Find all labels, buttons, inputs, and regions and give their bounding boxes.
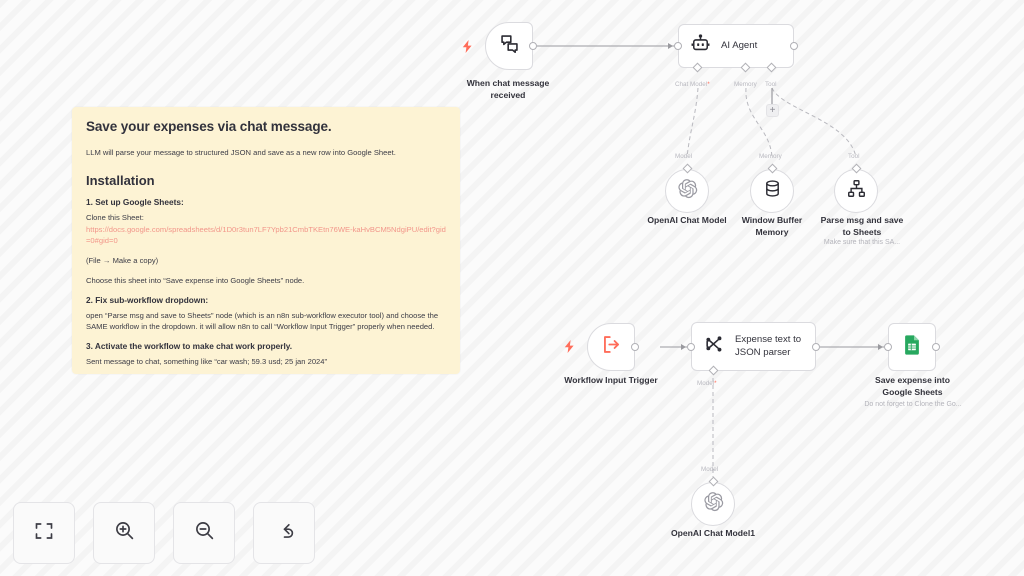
node-parse-msg-and-save-to-sheets[interactable] [834,169,878,213]
undo-arrow-icon [274,520,295,546]
node-label-openai-chat-model-1: OpenAI Chat Model1 [670,528,756,538]
node-sublabel-parse-msg-and-save-to-sheets: Make sure that this SA... [823,239,901,246]
sticky-note-step3-heading: 3. Activate the workflow to make chat wo… [86,341,293,352]
sticky-note-step1-heading: 1. Set up Google Sheets: [86,197,184,207]
sticky-note-step2-heading: 2. Fix sub-workflow dropdown: [86,295,209,306]
sticky-note-installation-heading: Installation [86,173,155,188]
openai-icon [703,491,724,517]
sticky-note-step2-body: open “Parse msg and save to Sheets” node… [86,311,439,332]
node-label-window-buffer-memory: Window Buffer Memory [741,215,803,237]
node-save-expense-into-google-sheets[interactable] [888,323,936,371]
input-endpoint-expense-parser[interactable] [687,343,695,351]
workflow-trigger-bolt-icon [564,340,575,355]
trigger-bolt-icon [462,40,473,55]
node-window-buffer-memory[interactable] [750,169,794,213]
add-tool-button[interactable]: + [766,104,779,117]
zoom-to-fit-button[interactable] [13,502,75,564]
sticky-note-intro: LLM will parse your message to structure… [86,148,396,157]
openai-icon [677,178,698,204]
port-label-model-openai: Model [675,153,693,160]
arrow-into-bracket-icon [601,334,622,360]
node-label-parse-msg-and-save-to-sheets: Parse msg and save to Sheets [820,215,904,237]
chat-bubbles-icon [499,33,520,59]
output-endpoint-expense-parser[interactable] [812,343,820,351]
port-label-tool-parse: Tool [848,153,860,160]
node-workflow-input-trigger[interactable] [587,323,635,371]
node-title-ai-agent: AI Agent [721,39,758,51]
output-endpoint-google-sheets[interactable] [932,343,940,351]
output-endpoint-chat-trigger[interactable] [529,42,537,50]
port-label-model-expense-parser: Model* [697,380,717,387]
node-title-expense-parser: Expense text to JSON parser [735,333,802,358]
reset-zoom-button[interactable] [253,502,315,564]
input-endpoint-ai-agent[interactable] [674,42,682,50]
port-label-chat-model: Chat Model* [675,81,710,88]
node-label-when-chat-message-received: When chat message received [466,78,550,100]
database-icon [763,179,782,203]
port-label-tool: Tool [765,81,777,88]
magnifier-minus-icon [194,520,215,546]
output-endpoint-ai-agent[interactable] [790,42,798,50]
node-expense-text-to-json-parser[interactable]: Expense text to JSON parser [691,322,816,371]
node-openai-chat-model-1[interactable] [691,482,735,526]
port-label-memory-window: Memory [759,153,782,160]
sticky-note-clone-label: Clone this Sheet: [86,213,144,222]
zoom-out-button[interactable] [173,502,235,564]
input-arrow-google-sheets [878,343,883,350]
sticky-note-title: Save your expenses via chat message. [86,119,332,134]
node-ai-agent[interactable]: AI Agent [678,24,794,68]
chain-nodes-icon [704,334,724,359]
sticky-note-make-copy: (File → Make a copy) [86,256,159,266]
sitemap-icon [847,179,866,203]
output-endpoint-workflow-input-trigger[interactable] [631,343,639,351]
port-label-memory: Memory [734,81,757,88]
sticky-note-choose-sheet: Choose this sheet into “Save expense int… [86,276,305,286]
node-label-save-expense-into-google-sheets: Save expense into Google Sheets [875,375,950,397]
node-when-chat-message-received[interactable] [485,22,533,70]
node-label-openai-chat-model: OpenAI Chat Model [647,215,727,225]
input-endpoint-google-sheets[interactable] [884,343,892,351]
google-sheet-link[interactable]: https://docs.google.com/spreadsheets/d/1… [86,225,446,245]
input-arrow-expense-parser [681,343,686,350]
node-openai-chat-model[interactable] [665,169,709,213]
port-label-model-openai-1: Model [701,466,719,473]
node-sublabel-save-expense-into-google-sheets: Do not forget to Clone the Go... [864,401,962,408]
magnifier-plus-icon [114,520,135,546]
zoom-in-button[interactable] [93,502,155,564]
input-arrow-ai-agent [668,42,673,49]
sticky-note-step3-body: Sent message to chat, something like “ca… [86,357,328,367]
node-label-workflow-input-trigger: Workflow Input Trigger [564,375,658,385]
google-sheets-icon [901,334,923,361]
canvas-toolbar [13,502,315,564]
sticky-note[interactable]: Save your expenses via chat message. LLM… [72,107,460,374]
fit-frame-icon [34,521,54,546]
robot-icon [691,34,710,58]
